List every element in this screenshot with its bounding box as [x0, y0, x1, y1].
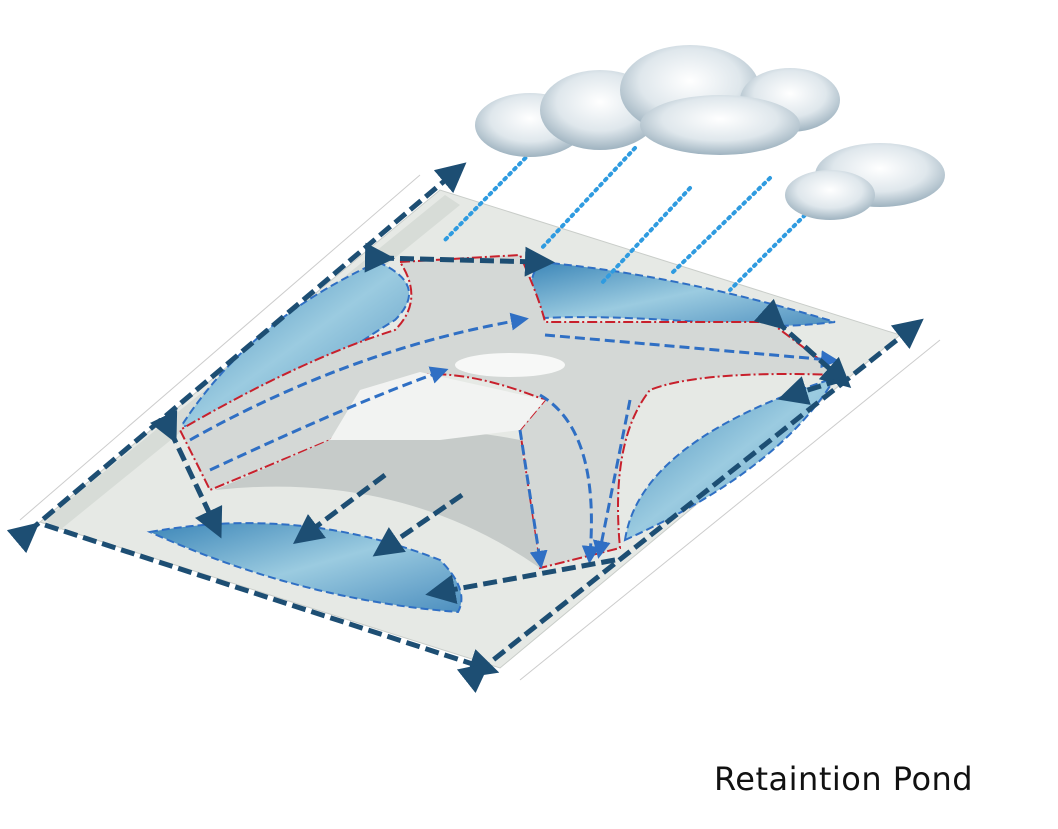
cloud-icon	[475, 45, 945, 220]
diagram-caption: Retaintion Pond	[714, 760, 974, 798]
perimeter-flow-arrows	[6, 162, 924, 694]
rainfall-lines	[443, 136, 807, 292]
